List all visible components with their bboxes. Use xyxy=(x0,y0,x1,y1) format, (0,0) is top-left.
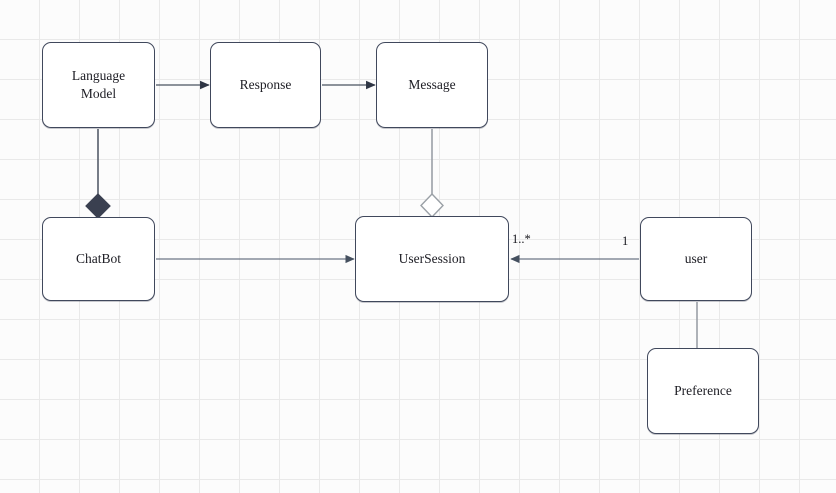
node-user-label: user xyxy=(684,251,708,267)
node-message[interactable]: Message xyxy=(376,42,488,128)
node-message-label: Message xyxy=(408,77,456,93)
node-response-label: Response xyxy=(239,77,292,93)
edge-message-usersession xyxy=(420,129,444,219)
edge-languagemodel-chatbot xyxy=(85,129,111,219)
node-language-model[interactable]: Language Model xyxy=(42,42,155,128)
filled-diamond-marker xyxy=(85,193,111,219)
node-usersession[interactable]: UserSession xyxy=(355,216,509,302)
hollow-diamond-marker xyxy=(420,192,444,219)
multiplicity-label-user: 1 xyxy=(622,234,629,248)
multiplicity-label-usersession: 1..* xyxy=(512,232,531,246)
node-chatbot-label: ChatBot xyxy=(75,251,121,267)
node-chatbot[interactable]: ChatBot xyxy=(42,217,155,301)
node-usersession-label: UserSession xyxy=(398,251,466,267)
node-preference-label: Preference xyxy=(674,383,732,399)
node-user[interactable]: user xyxy=(640,217,752,301)
node-language-model-label: Language Model xyxy=(71,68,126,101)
node-response[interactable]: Response xyxy=(210,42,321,128)
node-preference[interactable]: Preference xyxy=(647,348,759,434)
